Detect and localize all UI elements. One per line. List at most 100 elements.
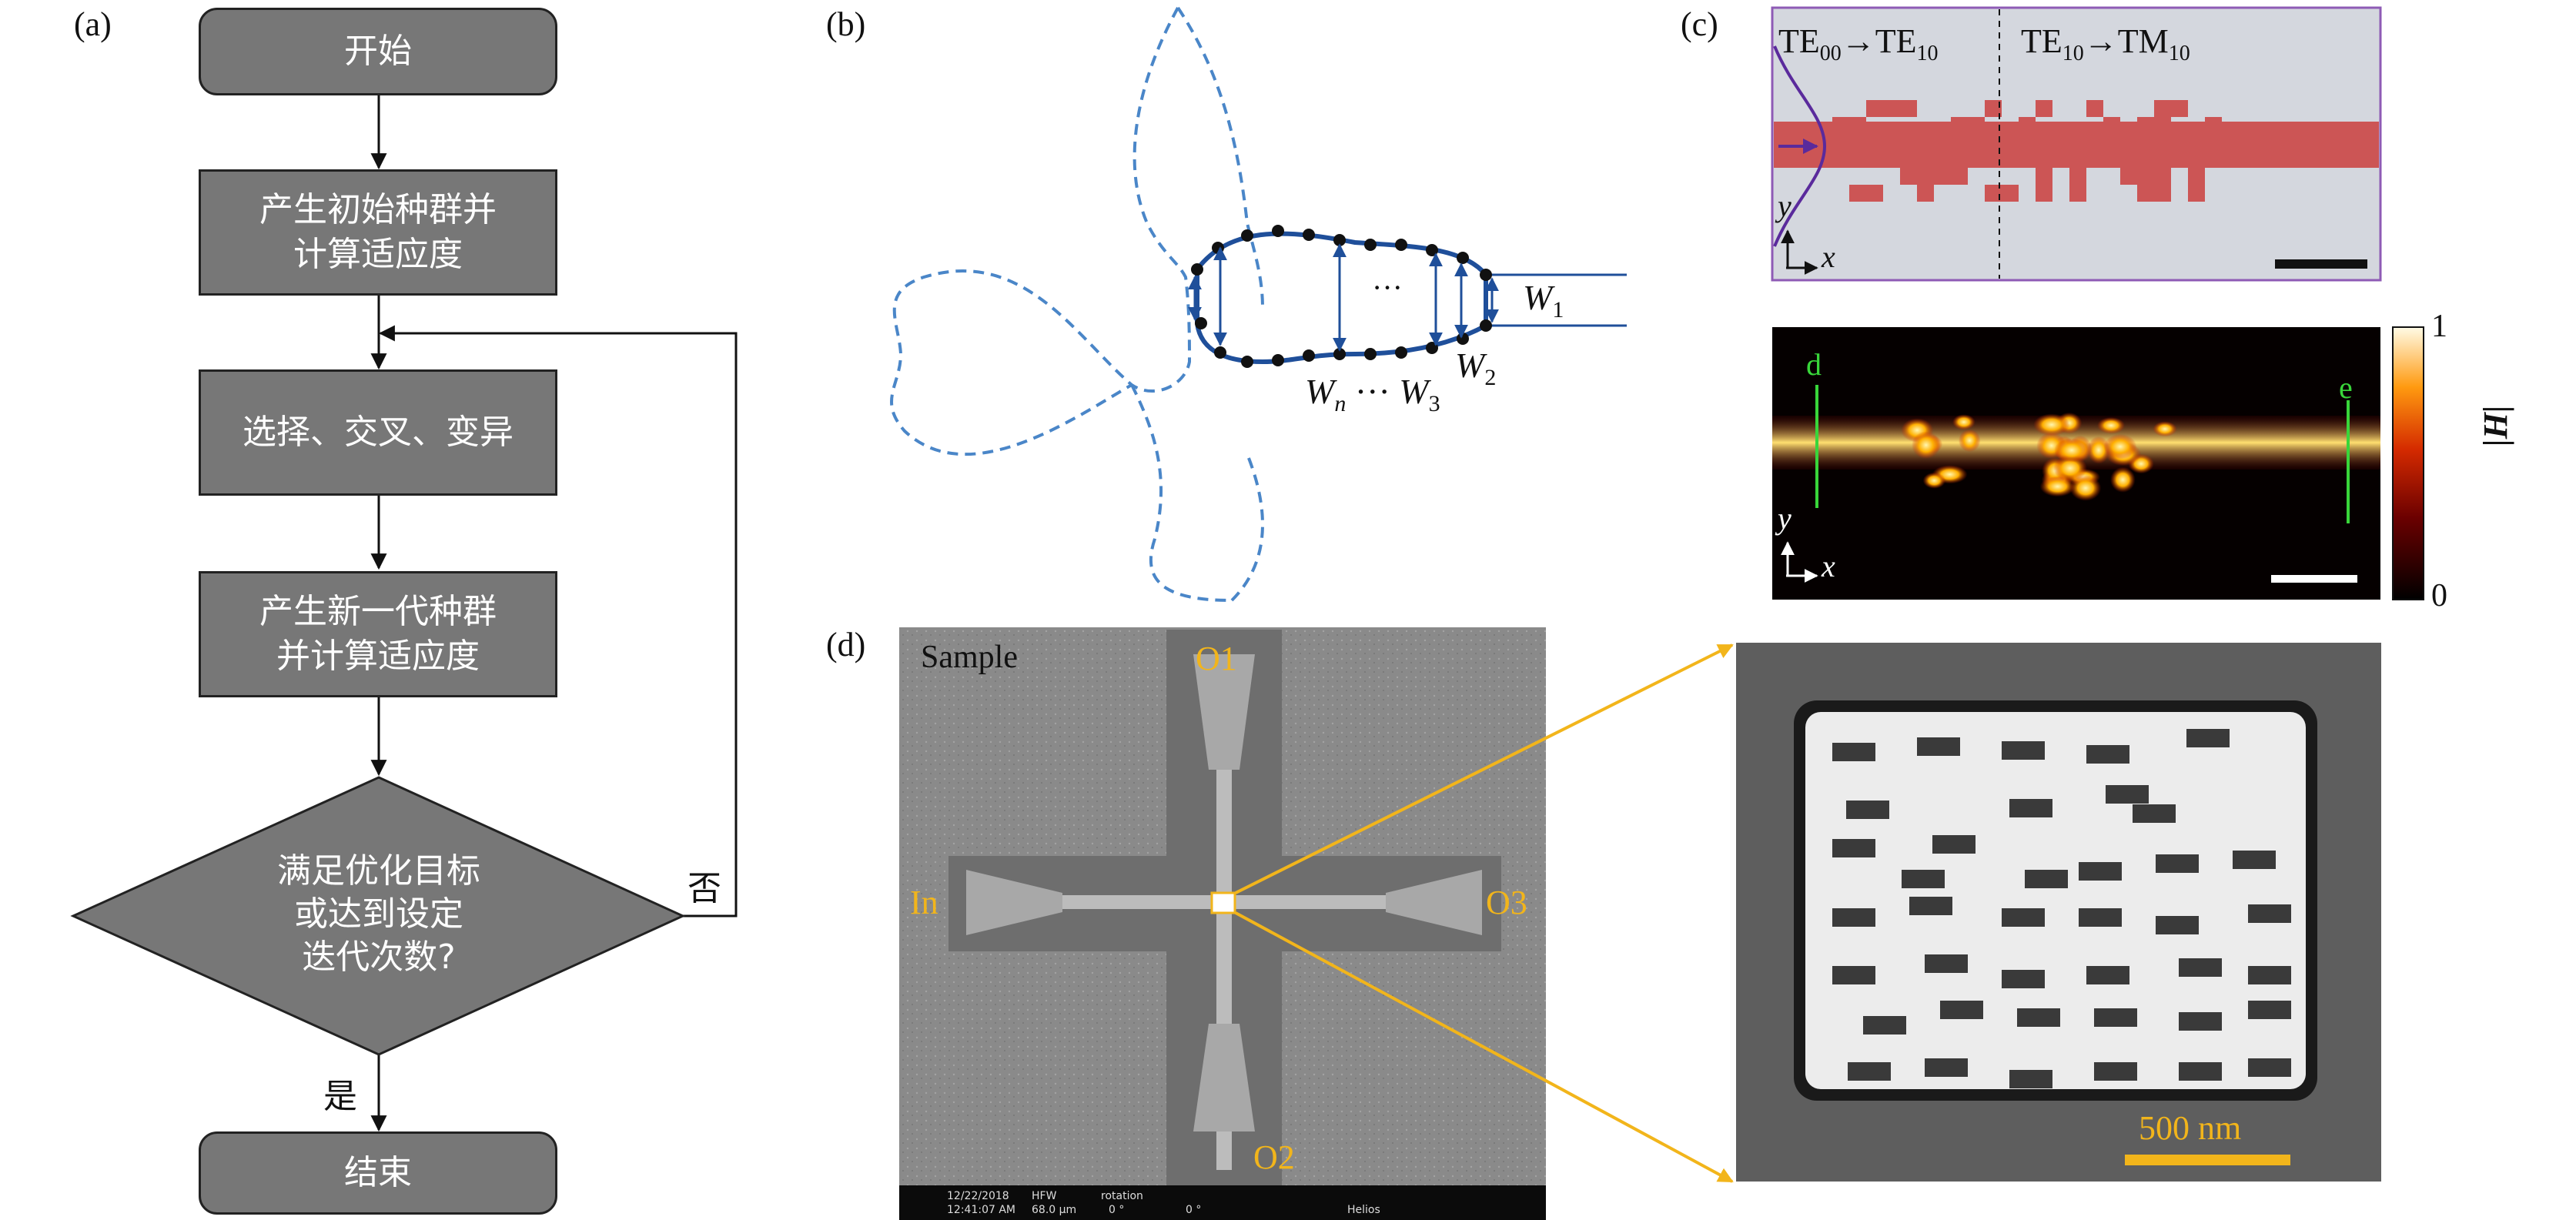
design-pixel bbox=[2069, 185, 2086, 202]
design-pixel bbox=[2188, 185, 2205, 202]
control-point bbox=[1214, 346, 1226, 359]
panel-label-b: (b) bbox=[826, 5, 866, 43]
design-pixel bbox=[2036, 100, 2052, 117]
etched-hole bbox=[2248, 1001, 2291, 1019]
port-label-o2: O2 bbox=[1253, 1138, 1295, 1176]
flow-label-no: 否 bbox=[687, 869, 721, 908]
design-pixel bbox=[2120, 168, 2137, 185]
c-stage1-sub2: 10 bbox=[1916, 41, 1939, 65]
etched-hole bbox=[2179, 1012, 2222, 1031]
panel-label-c: (c) bbox=[1681, 5, 1718, 43]
etched-hole bbox=[2248, 1058, 2291, 1077]
control-point bbox=[1303, 229, 1315, 241]
design-pixel bbox=[1985, 185, 2002, 202]
info-rot-label: rotation bbox=[1101, 1190, 1143, 1202]
info-rot: 0 ° bbox=[1109, 1204, 1125, 1216]
control-point bbox=[1395, 346, 1407, 359]
c-stage1-sub1: 00 bbox=[1819, 41, 1842, 65]
design-pixel bbox=[2036, 168, 2052, 185]
label-w3-main: W bbox=[1399, 372, 1429, 411]
control-point bbox=[1241, 229, 1253, 242]
scale-bar-bottom bbox=[2271, 575, 2357, 583]
label-w2-sub: 2 bbox=[1484, 365, 1497, 391]
design-pixel bbox=[1900, 100, 1917, 117]
colorbar-max: 1 bbox=[2431, 309, 2447, 344]
label-w1: W1 bbox=[1523, 277, 1564, 323]
sem-zoom-device bbox=[1805, 712, 2306, 1089]
field-hotspots bbox=[1901, 412, 2177, 501]
etched-hole bbox=[1848, 1062, 1891, 1081]
label-w2-main: W bbox=[1455, 346, 1485, 385]
etched-hole bbox=[1832, 908, 1875, 927]
field-hotspot bbox=[2039, 476, 2076, 497]
etched-hole bbox=[1925, 954, 1968, 973]
etched-hole bbox=[2248, 904, 2291, 923]
flow-start: 开始 bbox=[199, 8, 557, 95]
etched-hole bbox=[1863, 1016, 1906, 1034]
panel-b-waveguide-lines bbox=[1486, 273, 1627, 327]
etched-hole bbox=[2002, 741, 2045, 760]
c-stage2-sub1: 10 bbox=[2062, 41, 2084, 65]
etched-holes bbox=[1832, 729, 2291, 1088]
etched-hole bbox=[2002, 908, 2045, 927]
design-pixel bbox=[2137, 168, 2154, 185]
etched-hole bbox=[1925, 1058, 1968, 1077]
etched-hole bbox=[2094, 1008, 2137, 1027]
design-pixel bbox=[1832, 117, 1849, 134]
label-wn-main: W bbox=[1305, 372, 1335, 411]
grating-o2 bbox=[1193, 1024, 1255, 1131]
info-hfw: 68.0 µm bbox=[1032, 1204, 1077, 1216]
etched-hole bbox=[2179, 1062, 2222, 1081]
etched-hole bbox=[2017, 1008, 2060, 1027]
c-top-axis-y: y bbox=[1778, 189, 1791, 223]
design-pixel bbox=[1917, 185, 1934, 202]
design-pixel bbox=[2137, 117, 2154, 134]
control-point bbox=[1364, 348, 1377, 360]
control-point bbox=[1272, 354, 1284, 366]
etched-hole bbox=[2009, 1070, 2052, 1088]
control-point bbox=[1395, 239, 1407, 251]
etched-hole bbox=[2106, 785, 2149, 804]
etched-hole bbox=[2002, 970, 2045, 988]
zoom-scale-label: 500 nm bbox=[2139, 1109, 2242, 1147]
field-hotspot bbox=[2053, 454, 2087, 482]
design-pixel bbox=[1900, 168, 1917, 185]
control-point bbox=[1457, 252, 1469, 264]
control-point bbox=[1212, 242, 1224, 254]
boundary-control-points bbox=[1191, 225, 1492, 368]
design-pixel bbox=[2002, 185, 2019, 202]
field-hotspot bbox=[2054, 438, 2089, 463]
control-point bbox=[1333, 234, 1346, 246]
design-pixel bbox=[1917, 168, 1934, 185]
field-hotspot bbox=[2110, 466, 2136, 493]
flow-new-generation: 产生新一代种群 并计算适应度 bbox=[199, 571, 557, 697]
design-pixel bbox=[1951, 117, 1968, 134]
control-point bbox=[1480, 269, 1492, 281]
info-time: 12:41:07 AM bbox=[947, 1204, 1015, 1216]
etched-hole bbox=[1940, 1001, 1983, 1019]
port-label-in: In bbox=[910, 884, 938, 921]
label-w-dots: ··· bbox=[1354, 372, 1390, 411]
design-pixels bbox=[1832, 100, 2222, 202]
etched-hole bbox=[2186, 729, 2230, 747]
design-pixel bbox=[1866, 185, 1883, 202]
design-pixel bbox=[2086, 100, 2103, 117]
c-bottom-axis-x: x bbox=[1822, 549, 1835, 583]
design-pixel bbox=[2154, 168, 2171, 185]
label-w2: W2 bbox=[1455, 345, 1496, 391]
control-point bbox=[1191, 263, 1203, 276]
flow-init-population: 产生初始种群并 计算适应度 bbox=[199, 169, 557, 296]
etched-hole bbox=[1832, 743, 1875, 761]
control-point bbox=[1195, 317, 1207, 329]
panel-b-width-arrows bbox=[1188, 243, 1499, 352]
field-hotspot bbox=[2097, 416, 2126, 434]
grating-in bbox=[966, 870, 1062, 935]
design-pixel bbox=[1951, 168, 1968, 185]
sem-sample-label: Sample bbox=[921, 640, 1018, 675]
control-point bbox=[1241, 356, 1253, 368]
etched-hole bbox=[2079, 908, 2122, 927]
etched-hole bbox=[1846, 801, 1889, 819]
control-point bbox=[1364, 239, 1377, 251]
etched-hole bbox=[2079, 862, 2122, 881]
c-stage2-sub2: 10 bbox=[2168, 41, 2190, 65]
